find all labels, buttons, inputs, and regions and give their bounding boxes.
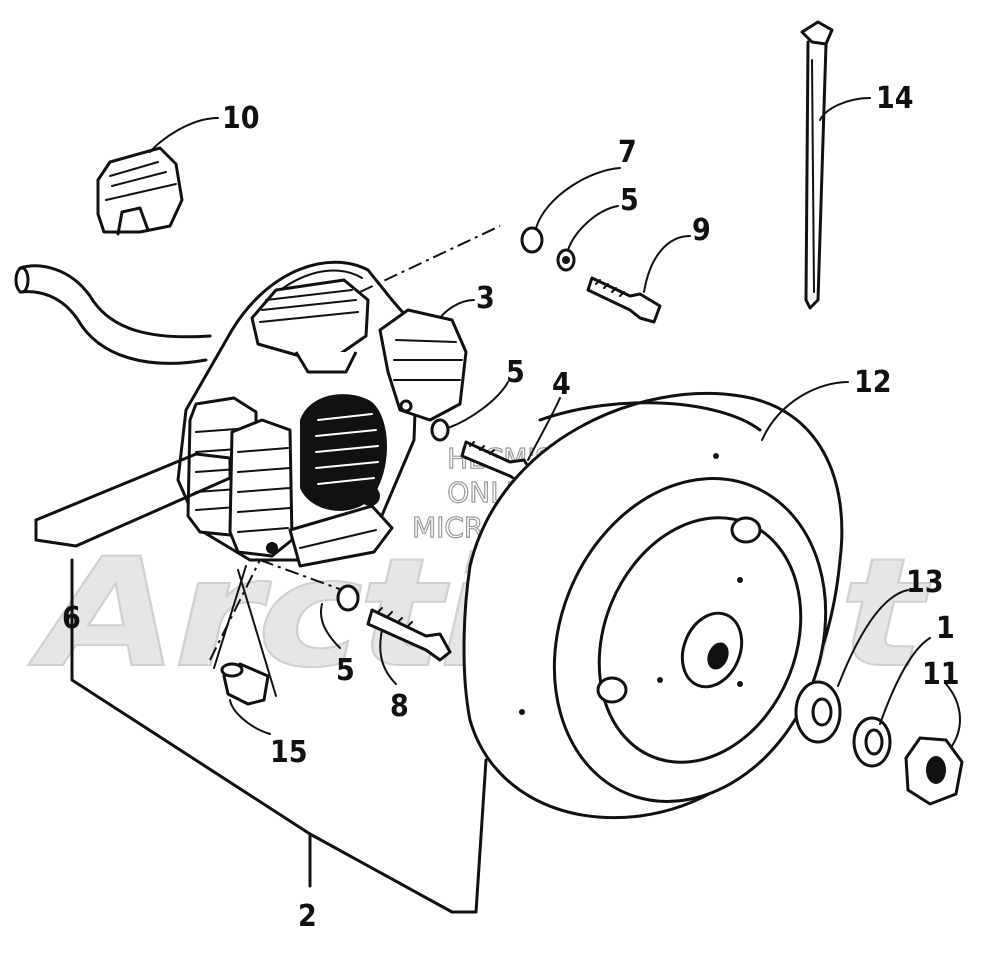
callout-4: 4: [552, 367, 571, 402]
cable-tie-part: [800, 20, 834, 310]
stator-assembly: [176, 260, 468, 568]
callout-13: 13: [906, 565, 944, 600]
callout-12: 12: [854, 365, 892, 400]
callout-15: 15: [270, 735, 308, 770]
callout-10: 10: [222, 101, 260, 136]
callout-14: 14: [876, 81, 914, 116]
connector-part: [213, 565, 277, 706]
callout-5-bottom: 5: [336, 653, 355, 688]
callout-7: 7: [618, 135, 637, 170]
callout-labels: 1 2 3 4 5 5 5 6 7 8 9 10 11 12 13 14 15: [62, 81, 960, 934]
flywheel-fasteners: [794, 680, 964, 806]
callout-1: 1: [936, 611, 955, 646]
callout-9: 9: [692, 213, 711, 248]
callout-2: 2: [298, 899, 317, 934]
callout-3: 3: [476, 281, 495, 316]
callout-8: 8: [390, 689, 409, 724]
flywheel-part: [462, 391, 844, 820]
cap-part: [96, 146, 184, 236]
center-lines: [209, 225, 501, 661]
stator-fasteners: [336, 226, 662, 662]
washer-7: [520, 226, 544, 254]
callout-6: 6: [62, 601, 81, 636]
washer-5-mid: [430, 418, 450, 442]
callout-5-top: 5: [620, 183, 639, 218]
callout-5-mid: 5: [506, 355, 525, 390]
wire-harness: [14, 264, 212, 365]
screw-9: [586, 276, 662, 324]
lead-plate: [34, 452, 232, 548]
leader-lines: [70, 97, 961, 914]
callout-11: 11: [922, 657, 960, 692]
washer-5-bottom: [336, 584, 360, 612]
screw-8: [366, 608, 452, 662]
